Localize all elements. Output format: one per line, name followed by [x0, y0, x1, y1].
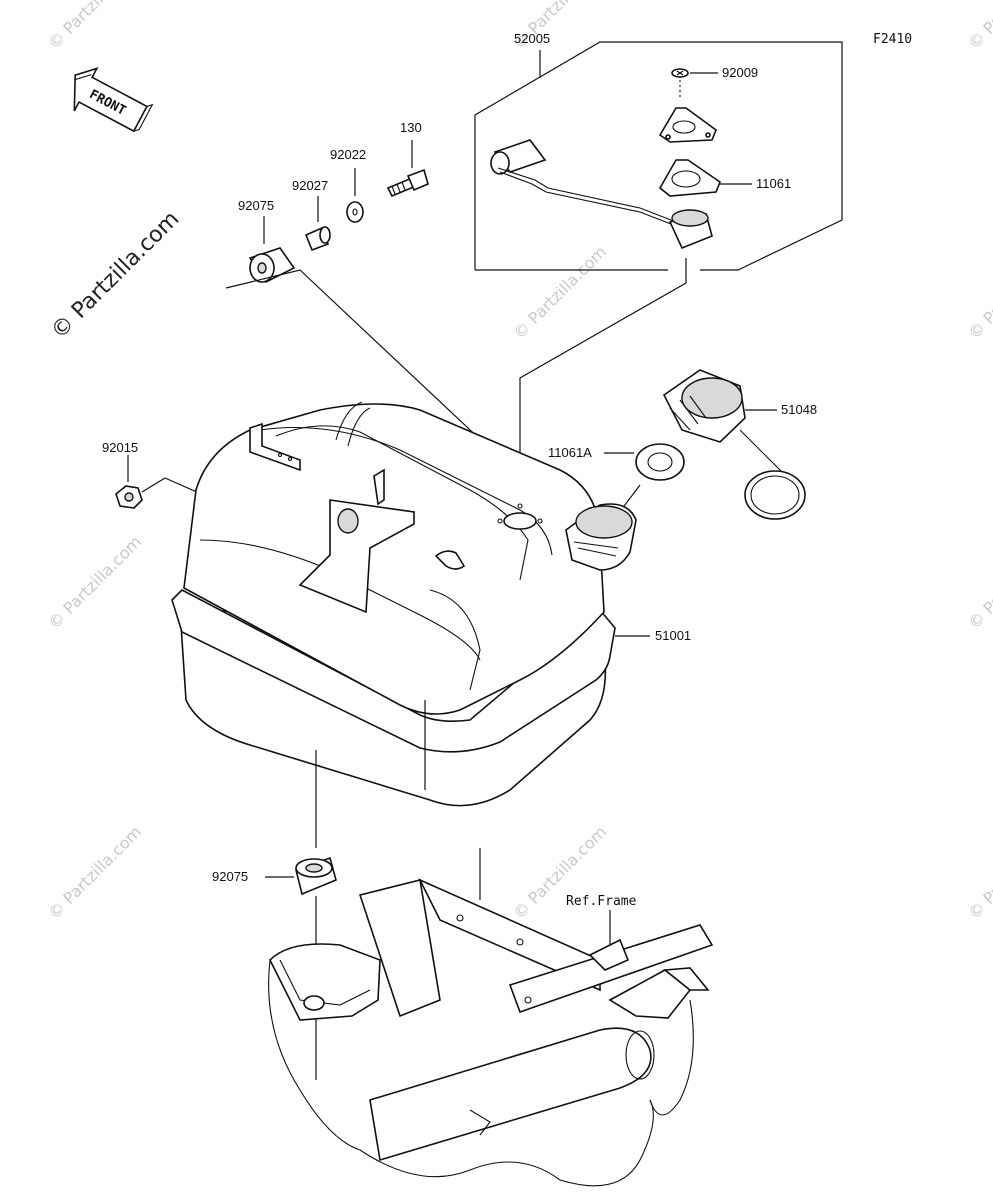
front-arrow-icon: FRONT — [73, 67, 154, 133]
watermark-large: © Partzilla.com — [47, 207, 185, 345]
callout-11061: 11061 — [756, 176, 791, 191]
callout-92075-bottom: 92075 — [212, 869, 248, 884]
callout-51001: 51001 — [655, 628, 691, 643]
fuel-gauge-assembly: 52005 92009 11061 — [474, 31, 843, 271]
watermark: © Partzilla.com — [509, 242, 610, 343]
bolt-130 — [386, 140, 429, 198]
watermark: © Partzilla.com — [964, 0, 993, 53]
washer-92022 — [346, 168, 364, 223]
watermark: © Partzilla.com — [44, 0, 145, 53]
callout-92015: 92015 — [102, 440, 138, 455]
watermark: © Partzilla.com — [44, 532, 145, 633]
callout-92009: 92009 — [722, 65, 758, 80]
collar-92027 — [304, 196, 331, 252]
gasket-11061A — [604, 443, 685, 519]
watermark: © Partzilla.com — [964, 532, 993, 633]
diagram-code: F2410 — [873, 32, 912, 47]
fuel-tank-51001 — [171, 401, 650, 900]
screw-92009 — [671, 68, 718, 100]
leader-sender-to-tank — [519, 258, 687, 510]
ref-frame-label: Ref.Frame — [566, 894, 637, 909]
callout-92027: 92027 — [292, 178, 328, 193]
watermark: © Partzilla.com — [964, 242, 993, 343]
grommet-92075-top — [248, 216, 296, 284]
callout-130: 130 — [400, 120, 422, 135]
frame-reference — [268, 878, 714, 1187]
watermark: © Partzilla.com — [44, 822, 145, 923]
callout-92022: 92022 — [330, 147, 366, 162]
callout-52005: 52005 — [514, 31, 550, 46]
callout-92075-top: 92075 — [238, 198, 274, 213]
watermark: © Partzilla.com — [964, 822, 993, 923]
fuel-cap-51048 — [662, 369, 806, 520]
callout-11061A: 11061A — [548, 445, 592, 460]
callout-51048: 51048 — [781, 402, 817, 417]
